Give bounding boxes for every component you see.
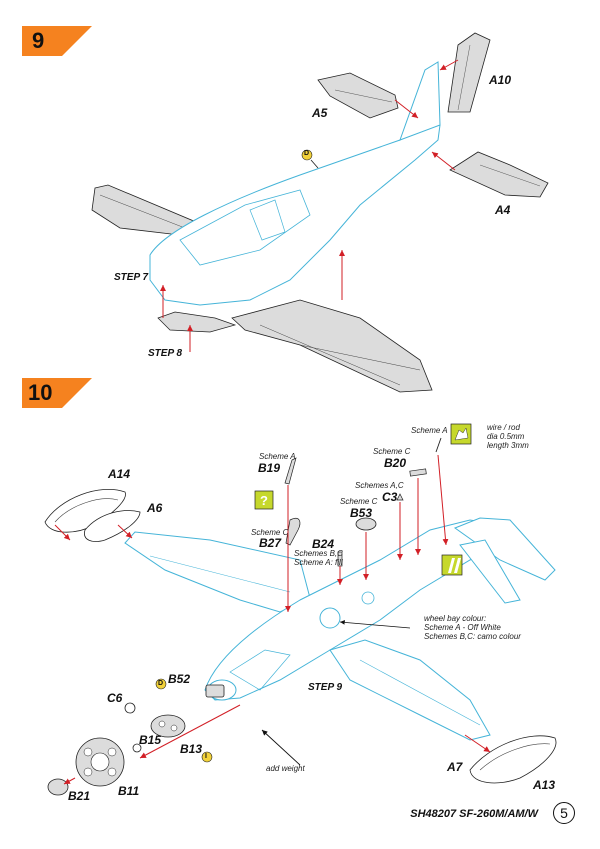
label-a14: A14 xyxy=(108,467,131,481)
part-b21 xyxy=(47,778,69,796)
note-add-weight: add weight xyxy=(266,764,305,773)
svg-text:?: ? xyxy=(260,493,268,508)
label-step-7: STEP 7 xyxy=(114,272,149,283)
step-10-glue-d-icon xyxy=(155,678,167,690)
part-b52 xyxy=(205,684,225,698)
note-wheel-bay-scheme-a: Scheme A - Off White xyxy=(424,623,501,632)
step-9-badge: 9 xyxy=(22,26,92,56)
step-10-tailplane xyxy=(453,517,556,581)
part-b11 xyxy=(75,737,125,787)
label-glue-d-10: D xyxy=(158,680,164,687)
part-a6-wingtip xyxy=(84,510,141,542)
part-a14-wingtip xyxy=(44,488,126,533)
label-b11: B11 xyxy=(118,784,140,798)
label-b15: B15 xyxy=(139,733,162,747)
label-a5: A5 xyxy=(312,106,328,120)
part-b19 xyxy=(284,457,297,485)
label-b53: B53 xyxy=(350,506,373,520)
label-step-8: STEP 8 xyxy=(148,348,183,359)
footer-kit-code: SH48207 SF-260M/AM/W xyxy=(410,808,538,820)
label-b13: B13 xyxy=(180,742,203,756)
note-scheme-a-b19: Scheme A xyxy=(259,452,296,461)
part-a5-stabilizer xyxy=(317,72,399,119)
note-schemes-ac: Schemes A,C xyxy=(355,481,404,490)
label-a6: A6 xyxy=(147,501,163,515)
note-wire-length: length 3mm xyxy=(487,441,529,450)
step-9-fuselage xyxy=(149,119,441,306)
part-b15 xyxy=(132,743,142,753)
help-question-icon: ? xyxy=(254,490,274,510)
part-b20 xyxy=(409,468,427,477)
glue-i-icon xyxy=(201,751,213,763)
note-scheme-c-b53: Scheme C xyxy=(340,497,378,506)
part-c3 xyxy=(396,493,404,501)
step-10-fuselage xyxy=(204,519,501,701)
step-9-badge-shape xyxy=(22,26,92,56)
note-scheme-c-b20: Scheme C xyxy=(373,447,411,456)
part-a7-a13-wingtip xyxy=(469,735,557,784)
label-c6: C6 xyxy=(107,691,123,705)
label-a4: A4 xyxy=(495,203,511,217)
hand-wire-icon xyxy=(450,423,472,445)
drill-hole-icon xyxy=(441,554,463,576)
step-10-left-wing xyxy=(124,531,311,613)
part-a4-stabilizer xyxy=(449,151,549,198)
label-a10: A10 xyxy=(489,73,512,87)
step-10-aircraft xyxy=(124,517,556,741)
note-scheme-a-fill: Scheme A: fill xyxy=(294,558,343,567)
part-wire-rod xyxy=(435,437,442,453)
label-a13: A13 xyxy=(533,778,556,792)
note-wheel-bay-schemes-bc: Schemes B,C: camo colour xyxy=(424,632,521,641)
label-glue-d-9: D xyxy=(304,150,310,157)
step-10-number: 10 xyxy=(28,380,53,405)
part-b13 xyxy=(150,714,186,738)
note-wheel-bay-colour: wheel bay colour: xyxy=(424,614,487,623)
step-9-right-wing xyxy=(231,299,433,393)
step-9-aircraft xyxy=(91,61,441,393)
label-b19: B19 xyxy=(258,461,281,475)
label-b27: B27 xyxy=(259,536,282,550)
label-c3: C3 xyxy=(382,490,398,504)
part-b53 xyxy=(355,517,377,531)
label-b21: B21 xyxy=(68,789,91,803)
part-a10-rudder xyxy=(447,32,491,113)
step-10-badge: 10 xyxy=(22,378,92,408)
step-10-badge-shape xyxy=(22,378,92,408)
note-wire-dia: dia 0.5mm xyxy=(487,432,525,441)
label-step-9: STEP 9 xyxy=(308,682,343,693)
step-9-glue-d-icon xyxy=(301,149,319,169)
note-wire-rod: wire / rod xyxy=(487,423,520,432)
label-b20: B20 xyxy=(384,456,407,470)
note-schemes-bc: Schemes B,C xyxy=(294,549,343,558)
page-number: 5 xyxy=(553,802,575,824)
part-c6 xyxy=(124,702,136,714)
note-scheme-c-b27: Scheme C xyxy=(251,528,289,537)
step-9-number: 9 xyxy=(32,28,45,53)
step-9-vertical-tail xyxy=(399,61,441,141)
note-scheme-a-wire: Scheme A xyxy=(411,426,448,435)
step-10-right-wing xyxy=(329,639,491,741)
label-a7: A7 xyxy=(447,760,463,774)
label-glue-i: I xyxy=(205,753,207,760)
label-b52: B52 xyxy=(168,672,191,686)
part-b27 xyxy=(285,517,301,546)
label-b24: B24 xyxy=(312,537,335,551)
